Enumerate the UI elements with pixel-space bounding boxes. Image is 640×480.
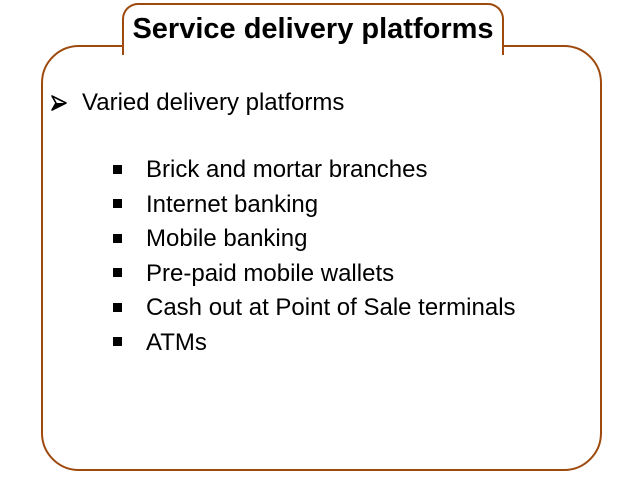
square-bullet-icon bbox=[113, 268, 122, 278]
square-bullet-icon bbox=[113, 164, 122, 174]
main-bullet-item: Varied delivery platforms bbox=[50, 86, 344, 120]
sub-bullet-label: Internet banking bbox=[146, 190, 319, 218]
square-bullet-icon bbox=[113, 337, 122, 347]
content-box bbox=[41, 45, 602, 471]
sub-bullet-item: Cash out at Point of Sale terminals bbox=[113, 291, 516, 326]
sub-bullet-item: ATMs bbox=[113, 326, 516, 361]
slide-title: Service delivery platforms bbox=[132, 12, 494, 45]
sub-bullet-label: Cash out at Point of Sale terminals bbox=[146, 294, 516, 322]
sub-bullet-label: Brick and mortar branches bbox=[146, 156, 428, 184]
sub-bullet-item: Brick and mortar branches bbox=[113, 153, 516, 188]
sub-bullet-item: Mobile banking bbox=[113, 222, 516, 257]
sub-bullet-label: ATMs bbox=[146, 328, 207, 356]
arrow-bullet-icon bbox=[50, 94, 68, 112]
square-bullet-icon bbox=[113, 302, 122, 312]
title-box: Service delivery platforms bbox=[122, 3, 504, 55]
square-bullet-icon bbox=[113, 233, 122, 243]
sub-bullet-label: Mobile banking bbox=[146, 225, 308, 253]
main-bullet-label: Varied delivery platforms bbox=[82, 89, 345, 116]
sub-bullet-list: Brick and mortar branches Internet banki… bbox=[113, 153, 516, 360]
sub-bullet-item: Internet banking bbox=[113, 188, 516, 223]
sub-bullet-item: Pre-paid mobile wallets bbox=[113, 257, 516, 292]
sub-bullet-label: Pre-paid mobile wallets bbox=[146, 259, 395, 287]
square-bullet-icon bbox=[113, 199, 122, 209]
